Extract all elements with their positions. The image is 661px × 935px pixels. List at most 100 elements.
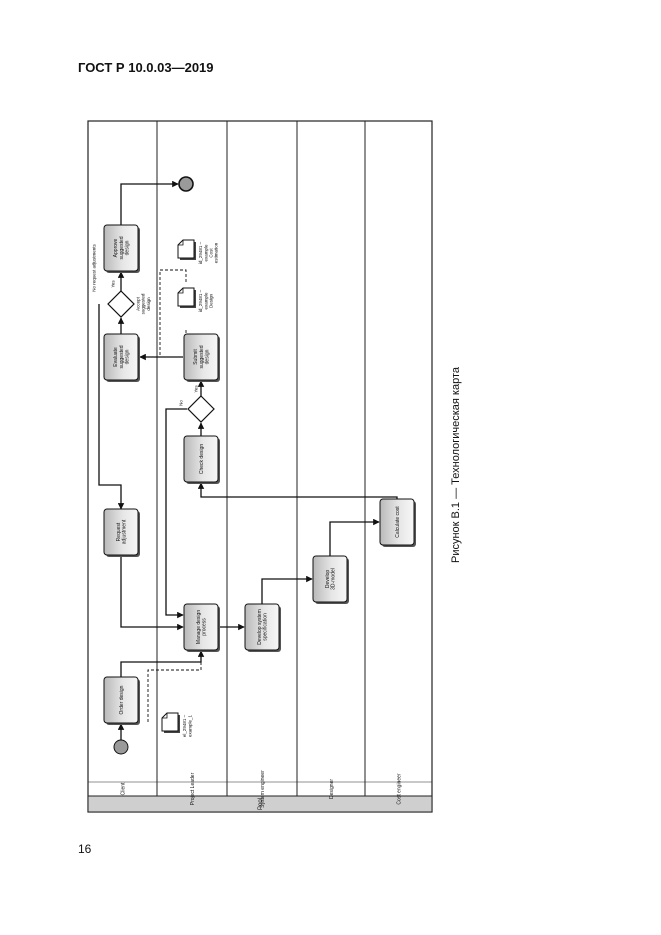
flow-label-no-request-adjustments: No request adjustments (92, 243, 97, 291)
task-label-line: design (205, 349, 211, 364)
task-label-line: design (125, 349, 131, 364)
task-label-line: 3D-model (331, 568, 337, 590)
task-label-line: Request (116, 522, 122, 541)
flow-label-yes: Yes (111, 280, 116, 288)
lane-label-client-line: Client (120, 782, 126, 795)
data-object-label-line: example (203, 244, 208, 262)
data-object-label-line: id_29481 – (198, 289, 203, 312)
sequence-flow (329, 518, 380, 556)
task-label-line: Approve (113, 238, 119, 257)
task-box (379, 498, 415, 546)
data-object-shape (161, 712, 179, 732)
sequence-flow (98, 304, 125, 510)
task-box (183, 333, 219, 381)
task-label-line: suggested (199, 345, 205, 368)
task-label-line: Calculate cost (395, 506, 401, 538)
sequence-flow (120, 650, 205, 677)
gateway-label-line: Accept (135, 296, 140, 311)
document-header: ГОСТ Р 10.0.03—2019 (78, 60, 214, 75)
sequence-flow (197, 482, 398, 499)
page-number: 16 (78, 842, 92, 856)
sequence-flow (165, 408, 187, 619)
lane-label-sys-line: System engineer (260, 770, 266, 808)
task-label: Calculate cost (395, 506, 401, 538)
gateway-accept (107, 290, 135, 318)
data-object-label-line: el_29481 – (182, 714, 187, 737)
lane-label-leader: Project Leader (190, 772, 196, 805)
pool-label-line: Pool (258, 798, 264, 810)
task-label-line: Check design (199, 444, 205, 475)
gateway-label-line: suggested (141, 293, 146, 314)
task-calculate-cost: Calculate cost (379, 498, 416, 547)
data-object-label: el_29481 –example_1 (182, 714, 192, 737)
flow-label-yes-line: Yes (111, 280, 116, 288)
task-label-line: Manage design (196, 610, 202, 644)
end-event (178, 176, 194, 192)
flow-label-yes: Yes (194, 385, 199, 393)
lane-label-cost: Cost engineer (396, 773, 402, 804)
lane-label-client: Client (120, 782, 126, 795)
task-label: Order design (119, 685, 125, 714)
data-object-label-line: example (203, 292, 208, 310)
task-label-line: Develop system (257, 609, 263, 645)
pool-label: Pool (258, 798, 264, 810)
task-label-line: adjustment (122, 519, 128, 544)
task-box (312, 555, 348, 603)
data-object-label-line: example_1 (187, 714, 192, 737)
data-object-fold (178, 288, 184, 294)
task-label-line: process (202, 618, 208, 636)
flow-label-no-request-adjustments-line: No request adjustments (92, 243, 97, 291)
flow-label-no-line: No (179, 400, 184, 406)
flow-label-yes-line: Yes (194, 385, 199, 393)
flow-label-no: No (179, 400, 184, 406)
task-box (103, 508, 139, 556)
task-label-line: Submit (193, 349, 199, 365)
task-box (244, 603, 280, 651)
pool-frame (87, 120, 433, 813)
data-object-shape (177, 287, 195, 307)
task-box (183, 603, 219, 651)
task-box (183, 435, 219, 483)
task-label-line: Evaluate (113, 347, 119, 367)
task-label-line: Develop (325, 570, 331, 589)
task-label-line: design (125, 240, 131, 255)
task-box (103, 333, 139, 381)
data-object-label-line: Cost (209, 248, 214, 258)
data-object-d2 (177, 287, 196, 308)
sequence-flow (261, 575, 313, 604)
task-box (103, 224, 139, 272)
data-association (147, 651, 202, 722)
start-event (113, 739, 129, 755)
sequence-flow (120, 555, 184, 631)
task-label-line: specification (263, 613, 269, 641)
lane-label-sys: System engineer (260, 770, 266, 808)
data-object-label-line: Design (209, 294, 214, 309)
data-object-fold (178, 240, 184, 246)
task-check-design: Check design (183, 435, 220, 484)
data-object-label-line: estimation (214, 242, 219, 263)
lane-label-designer: Designer (329, 779, 335, 799)
sequence-flow (120, 180, 179, 225)
data-association (140, 269, 187, 358)
lane-label-leader-line: Project Leader (190, 772, 196, 805)
lane-label-designer-line: Designer (329, 779, 335, 799)
gateway-diamond (187, 395, 215, 423)
task-label: Check design (199, 444, 205, 475)
gateway-diamond (107, 290, 135, 318)
